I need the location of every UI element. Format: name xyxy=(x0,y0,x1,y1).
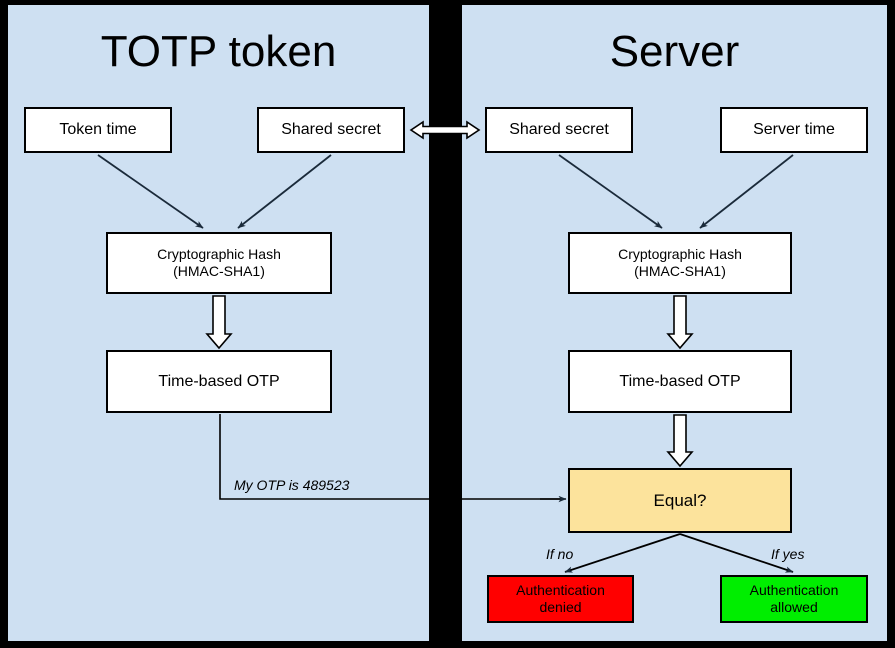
node-denied-line1: Authentication xyxy=(516,581,605,598)
node-token-time[interactable]: Token time xyxy=(24,107,172,153)
edge-label-if-no: If no xyxy=(546,546,574,562)
node-server-time[interactable]: Server time xyxy=(720,107,868,153)
panel-server xyxy=(462,5,887,641)
node-cryptographic-hash-server[interactable]: Cryptographic Hash (HMAC-SHA1) xyxy=(568,232,792,294)
node-hash-server-line1: Cryptographic Hash xyxy=(618,245,742,262)
node-shared-secret-token-label: Shared secret xyxy=(281,121,381,138)
node-token-time-label: Token time xyxy=(59,121,137,138)
node-denied-line2: denied xyxy=(539,599,582,615)
edge-label-otp-message: My OTP is 489523 xyxy=(234,477,350,493)
node-shared-secret-server[interactable]: Shared secret xyxy=(485,107,633,153)
panel-title-totp-token: TOTP token xyxy=(100,27,337,76)
node-cryptographic-hash-token[interactable]: Cryptographic Hash (HMAC-SHA1) xyxy=(106,232,332,294)
node-otp-token-label: Time-based OTP xyxy=(158,372,280,390)
node-equal-decision[interactable]: Equal? xyxy=(568,468,792,533)
node-shared-secret-token[interactable]: Shared secret xyxy=(257,107,405,153)
node-server-time-label: Server time xyxy=(753,121,835,138)
node-hash-token-line1: Cryptographic Hash xyxy=(157,245,281,262)
node-otp-server-label: Time-based OTP xyxy=(619,372,741,390)
panel-totp-token xyxy=(8,5,429,641)
node-authentication-allowed[interactable]: Authentication allowed xyxy=(720,575,868,623)
panel-title-server: Server xyxy=(609,27,740,76)
node-hash-token-line2: (HMAC-SHA1) xyxy=(173,263,265,279)
node-time-based-otp-server[interactable]: Time-based OTP xyxy=(568,350,792,413)
node-allowed-line1: Authentication xyxy=(749,581,839,598)
edge-label-if-yes: If yes xyxy=(771,546,805,562)
node-shared-secret-server-label: Shared secret xyxy=(509,121,609,138)
node-authentication-denied[interactable]: Authentication denied xyxy=(487,575,634,623)
node-allowed-line2: allowed xyxy=(770,599,818,615)
node-time-based-otp-token[interactable]: Time-based OTP xyxy=(106,350,332,413)
node-equal-label: Equal? xyxy=(653,490,707,510)
node-hash-server-line2: (HMAC-SHA1) xyxy=(634,263,726,279)
